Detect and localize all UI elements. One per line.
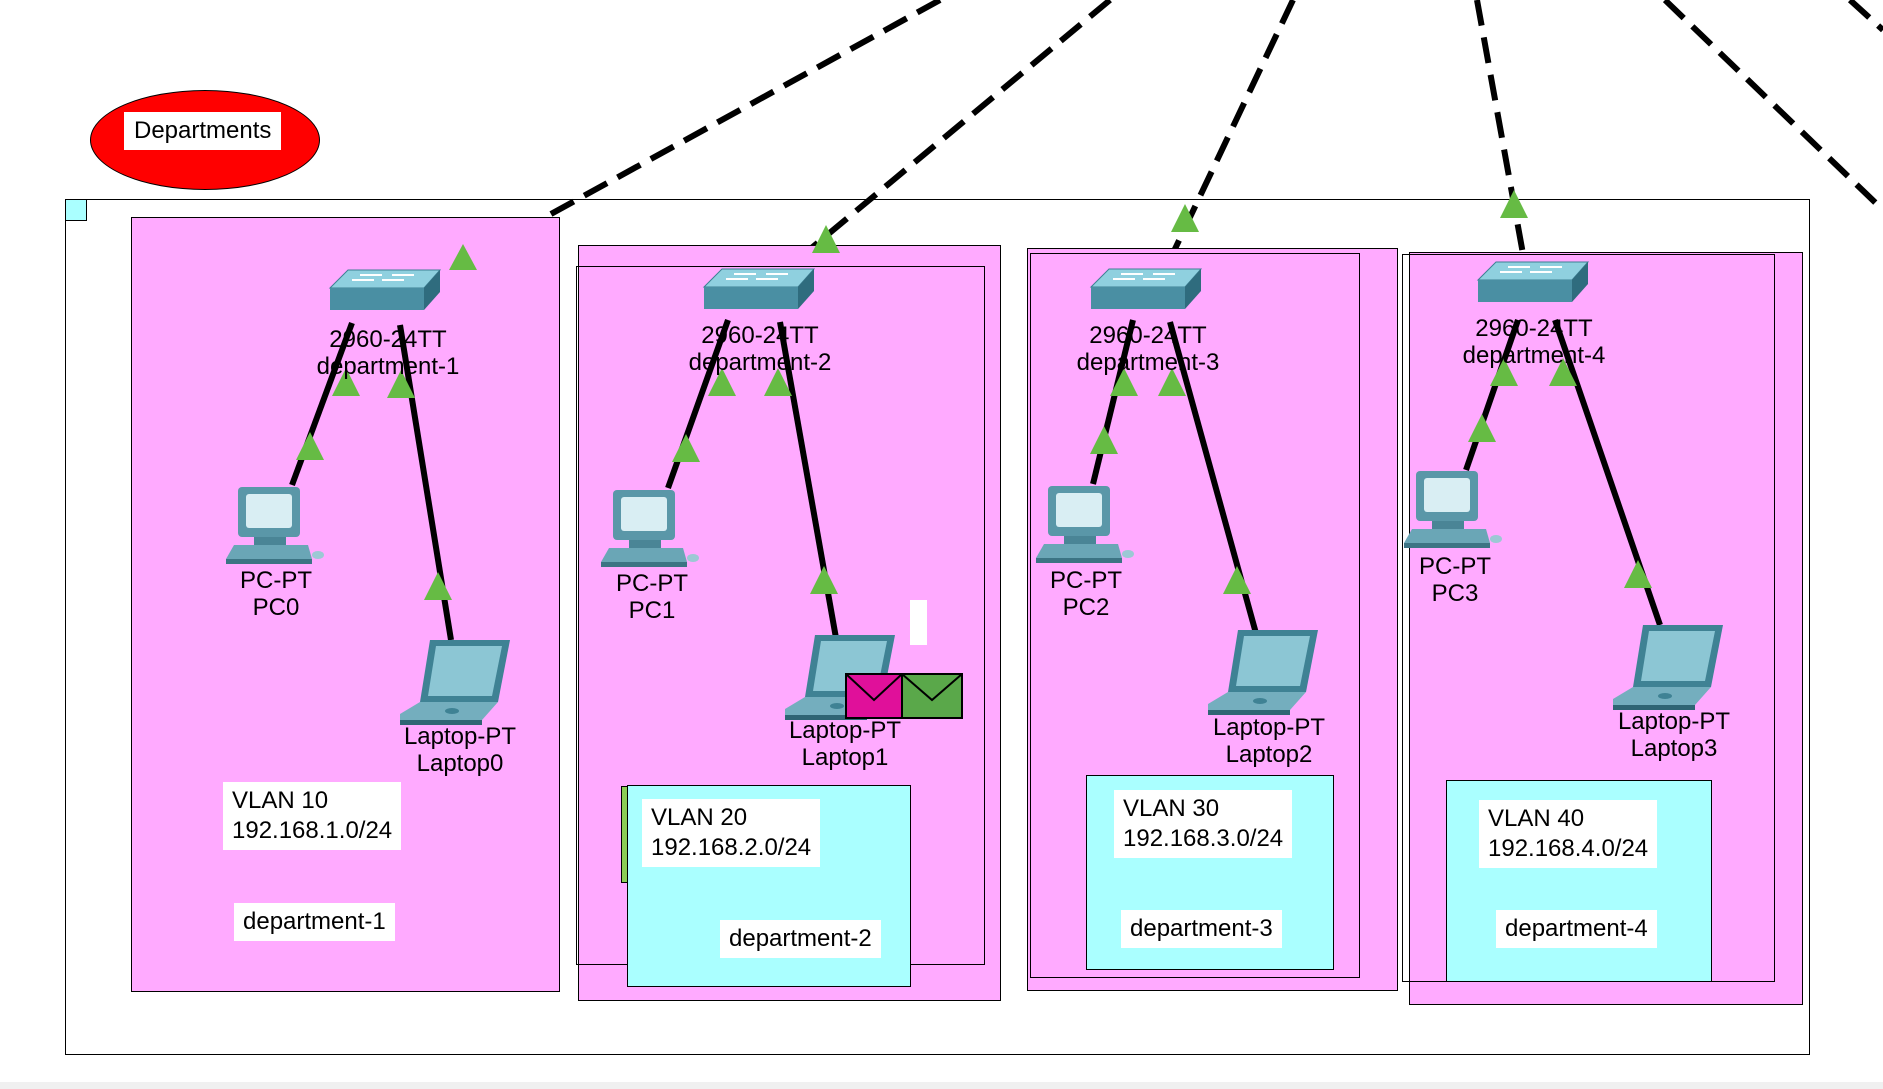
link-up-icon (1500, 190, 1528, 218)
link-up-icon (1158, 368, 1186, 396)
switch-department-2-icon[interactable] (703, 268, 815, 310)
department-3-note[interactable]: department-3 (1121, 910, 1282, 948)
uplink-department-2[interactable] (783, 0, 1112, 273)
pdu-envelope-green[interactable] (901, 673, 963, 719)
link-up-icon (1223, 566, 1251, 594)
link-up-icon (1171, 204, 1199, 232)
link-up-icon (424, 572, 452, 600)
department-1-note[interactable]: department-1 (234, 903, 395, 941)
link-up-icon (1549, 358, 1577, 386)
outer-container[interactable] (65, 199, 1810, 1055)
pc1-icon[interactable] (601, 490, 699, 567)
link-up-icon (1490, 358, 1518, 386)
link-up-icon (1110, 368, 1138, 396)
laptop0-icon[interactable] (400, 640, 510, 725)
link-up-icon (332, 368, 360, 396)
laptop3-icon[interactable] (1613, 625, 1723, 710)
link-up-icon (810, 566, 838, 594)
link-indicators (296, 190, 1652, 600)
uplink-department-4[interactable] (1474, 0, 1528, 266)
department-4-note[interactable]: department-4 (1496, 910, 1657, 948)
department-2-note[interactable]: department-2 (720, 920, 881, 958)
link-up-icon (812, 225, 840, 253)
link-up-icon (708, 368, 736, 396)
cable-pc2[interactable] (1090, 319, 1136, 485)
link-up-icon (449, 244, 477, 270)
bottom-bar (0, 1082, 1883, 1089)
cluster-label: Departments (124, 112, 282, 150)
uplink-offscreen-1[interactable] (1662, 0, 1883, 213)
pdu-envelope-pink[interactable] (845, 673, 903, 719)
department-3-inner-area[interactable] (1030, 253, 1360, 978)
pc3-icon[interactable] (1404, 471, 1502, 548)
switch-department-3-icon[interactable] (1090, 268, 1202, 310)
uplink-offscreen-2[interactable] (1847, 0, 1883, 33)
pc0-icon[interactable] (226, 487, 324, 564)
link-up-icon (296, 432, 324, 460)
link-up-icon (672, 434, 700, 462)
switch-department-1-icon[interactable] (329, 269, 441, 311)
link-up-icon (1090, 426, 1118, 454)
corner-square[interactable] (65, 199, 87, 221)
pc2-icon[interactable] (1036, 486, 1134, 563)
switch-department-4-icon[interactable] (1477, 261, 1589, 303)
cable-pc3[interactable] (1463, 319, 1521, 471)
link-up-icon (1624, 560, 1652, 588)
link-up-icon (764, 368, 792, 396)
laptop2-icon[interactable] (1208, 630, 1318, 715)
pdu-indicator-bar (910, 600, 927, 645)
link-up-icon (387, 370, 415, 398)
link-up-icon (1468, 414, 1496, 442)
